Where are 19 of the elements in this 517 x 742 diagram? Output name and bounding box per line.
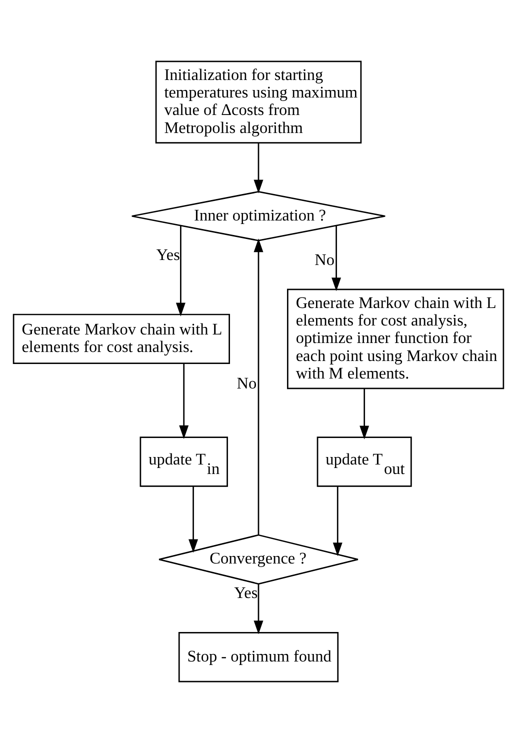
arrow: [254, 238, 264, 534]
edge-label: No: [314, 250, 334, 269]
arrow: [332, 486, 342, 556]
arrow: [332, 225, 342, 291]
node-box: Generate Markov chain with L elements for cost analysis.: [12, 313, 230, 364]
arrow: [254, 584, 264, 634]
edge-label: No: [236, 372, 257, 392]
node-box: Initialization for starting temperatures using maximum value of Δcosts from Metropolis algorithm: [155, 60, 362, 144]
arrow: [254, 142, 264, 193]
node-box: Stop - optimum found: [178, 632, 339, 682]
arrow: [360, 388, 370, 439]
edge-label: Yes: [234, 582, 258, 602]
arrow: [176, 225, 186, 316]
node-diamond: Convergence ?: [158, 534, 359, 584]
arrow: [179, 363, 189, 438]
arrow: [188, 486, 198, 552]
node-box: Generate Markov chain with L elements for cost analysis, optimize inner function for each point using Markov chain with M elements.: [287, 288, 504, 389]
edge-label: Yes: [156, 244, 180, 264]
node-diamond: Inner optimization ?: [131, 190, 386, 241]
